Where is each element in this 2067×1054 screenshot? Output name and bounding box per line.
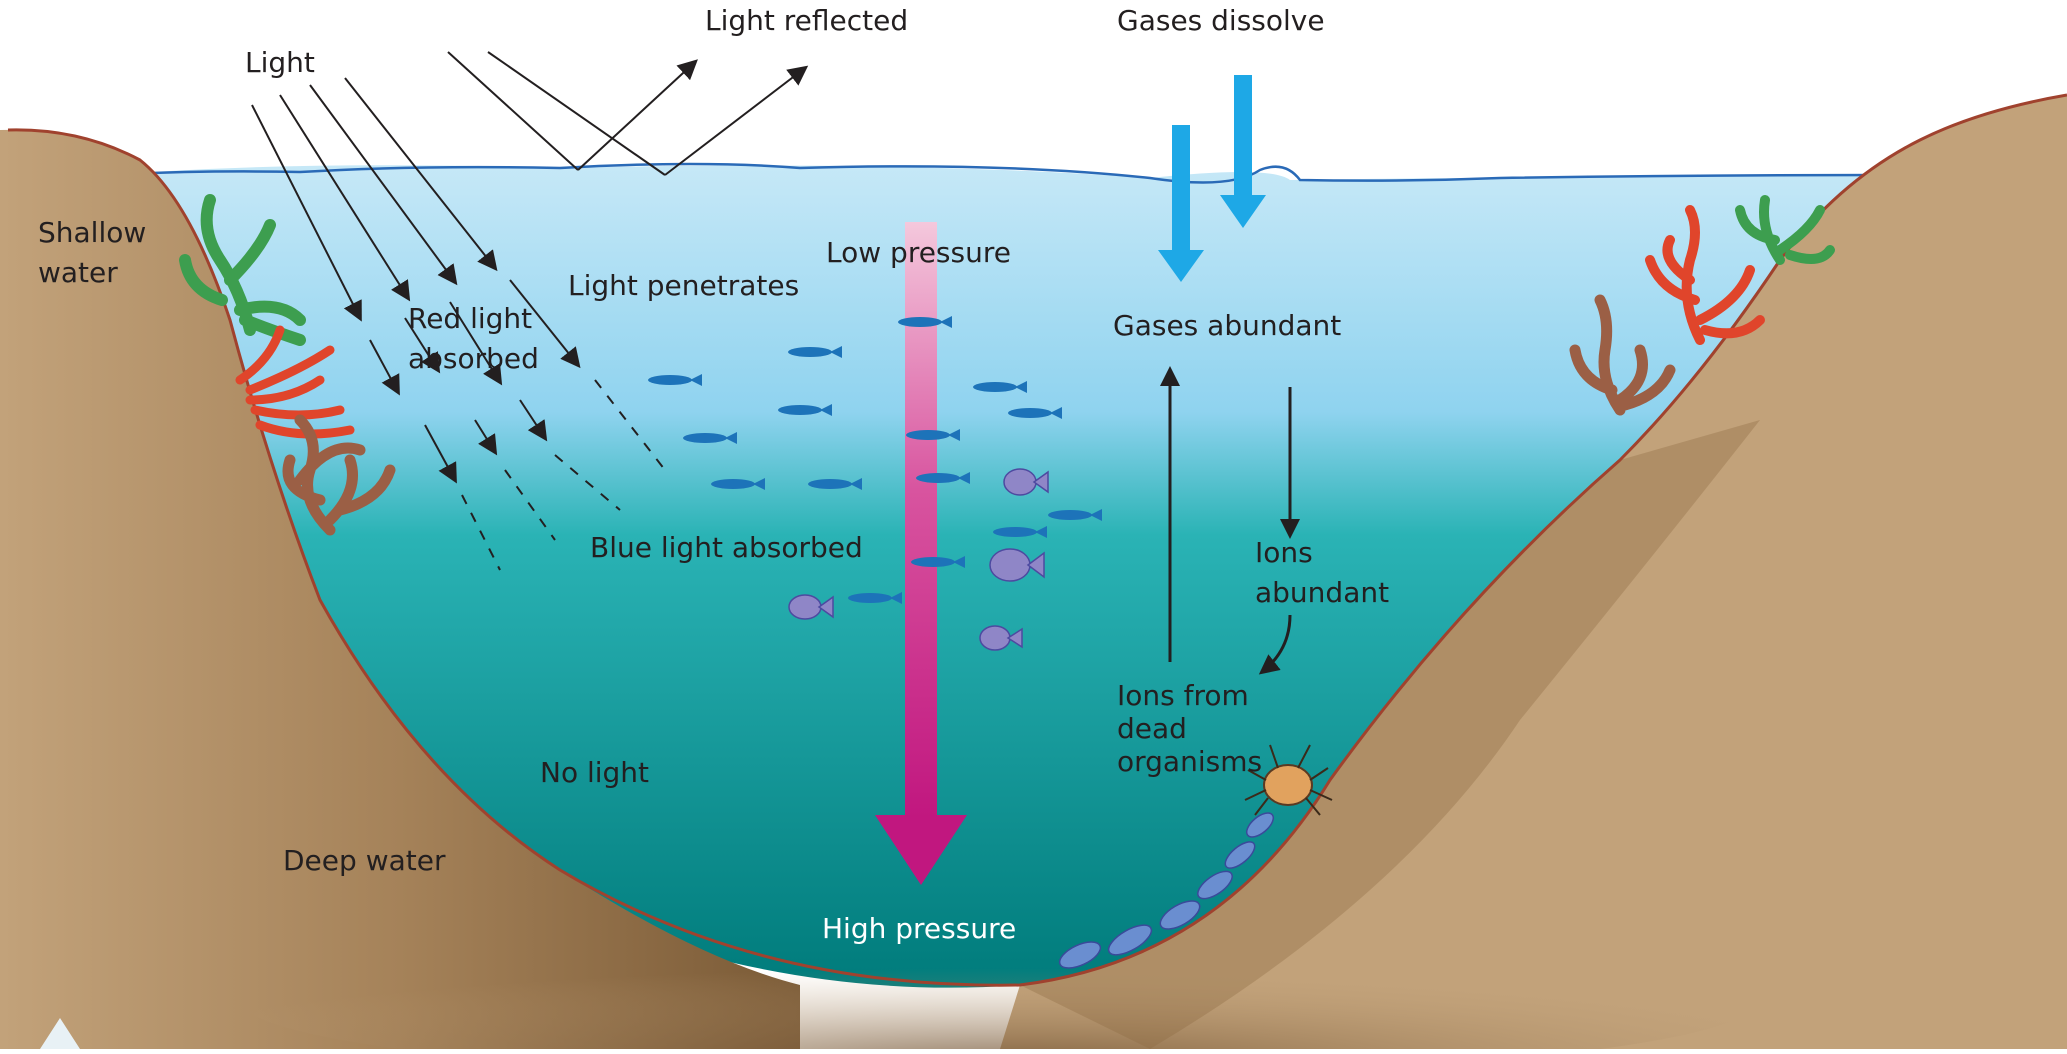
seaweed-left: [179, 194, 396, 536]
right-lakebed: [1000, 95, 2067, 1049]
gas-arrow-left: [1158, 125, 1204, 282]
label-blue-light: Blue light absorbed: [590, 531, 863, 564]
label-high-pressure: High pressure: [822, 912, 1016, 945]
bottom-fish: [1058, 812, 1275, 969]
label-ions-abundant-1: Ions: [1255, 536, 1313, 569]
label-light-penetrates: Light penetrates: [568, 269, 799, 302]
round-fish: [788, 468, 1049, 651]
gas-arrows: [1158, 75, 1266, 282]
label-deep-water: Deep water: [283, 844, 446, 877]
label-shallow-water-1: Shallow: [38, 216, 146, 249]
label-ions-from-2: dead: [1117, 712, 1187, 745]
crab: [1244, 744, 1333, 816]
label-low-pressure: Low pressure: [826, 236, 1011, 269]
label-red-light-1: Red light: [408, 302, 532, 335]
label-light-reflected: Light reflected: [705, 4, 908, 37]
label-gases-abundant: Gases abundant: [1113, 309, 1341, 342]
fish-school: [648, 316, 1102, 604]
reflected-light: [447, 51, 809, 176]
corner-marker: [40, 1018, 80, 1049]
label-no-light: No light: [540, 756, 649, 789]
gas-arrow-right: [1220, 75, 1266, 228]
label-shallow-water-2: water: [38, 256, 118, 289]
light-dashes: [461, 379, 666, 571]
label-ions-abundant-2: abundant: [1255, 576, 1389, 609]
lakebed-shadow: [240, 920, 1760, 1054]
label-ions-from-1: Ions from: [1117, 679, 1249, 712]
label-red-light-2: absorbed: [408, 342, 539, 375]
ion-cycle-arrows: [1160, 366, 1300, 675]
water-surface: [109, 162, 1886, 184]
label-light: Light: [245, 46, 315, 79]
label-ions-from-3: organisms: [1117, 745, 1262, 778]
light-rays: [251, 77, 581, 484]
seaweed-right: [1569, 195, 1835, 416]
left-lakebed: [0, 129, 800, 1050]
right-slope-shadow: [1020, 420, 1760, 1049]
label-gases-dissolve: Gases dissolve: [1117, 4, 1325, 37]
